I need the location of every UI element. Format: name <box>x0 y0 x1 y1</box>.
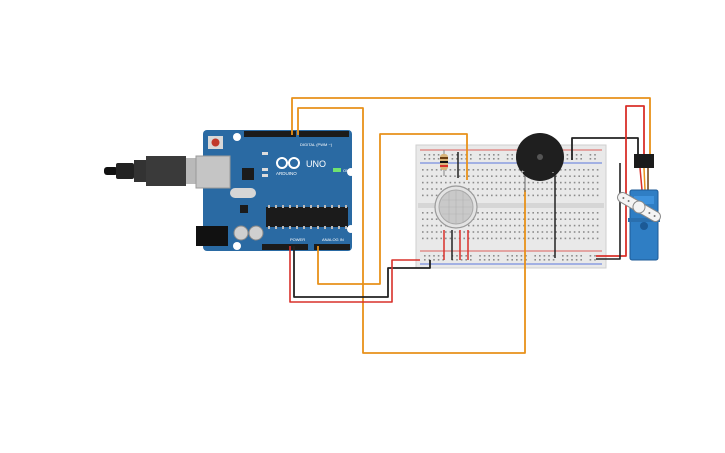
usb-port <box>195 155 231 189</box>
power-header[interactable] <box>262 244 308 250</box>
arduino-uno[interactable]: ARDUINO UNO DIGITAL (PWM ~) POWER ANALOG… <box>195 130 355 251</box>
servo-connector <box>634 154 654 168</box>
power-jack <box>196 226 228 246</box>
wire-orange-buzzer[interactable] <box>297 107 526 354</box>
wire-black-ground[interactable] <box>293 246 431 298</box>
digital-label: DIGITAL (PWM ~) <box>300 142 333 147</box>
on-led <box>333 168 341 172</box>
wire-red-power[interactable] <box>289 246 420 303</box>
wire-orange-sensor[interactable] <box>317 133 468 285</box>
wire-black-servo[interactable] <box>571 137 639 160</box>
board-brand: ARDUINO <box>276 171 297 176</box>
digital-header-1[interactable] <box>244 131 296 137</box>
wire-orange-servo-signal[interactable] <box>291 97 651 155</box>
resistor[interactable] <box>440 150 448 176</box>
usb-plug-icon <box>146 156 186 186</box>
power-label: POWER <box>290 237 305 242</box>
wires <box>289 97 651 354</box>
atmega-chip <box>266 207 348 227</box>
piezo-buzzer[interactable]: + - <box>516 133 564 192</box>
digital-header-2[interactable] <box>299 131 349 137</box>
gas-sensor[interactable] <box>434 185 478 229</box>
svg-text:-: - <box>552 170 554 176</box>
usb-cable[interactable] <box>104 156 200 186</box>
board-model: UNO <box>306 159 326 169</box>
arduino-logo-icon <box>276 157 300 169</box>
servo-horn[interactable] <box>615 190 663 224</box>
analog-label: ANALOG IN <box>322 237 344 242</box>
usb-cable-end-icon <box>104 167 118 175</box>
analog-header[interactable] <box>314 244 350 250</box>
on-label: ON <box>343 168 349 173</box>
micro-servo[interactable] <box>615 154 663 261</box>
wire-red-servo[interactable] <box>596 105 645 257</box>
svg-text:+: + <box>521 170 525 176</box>
